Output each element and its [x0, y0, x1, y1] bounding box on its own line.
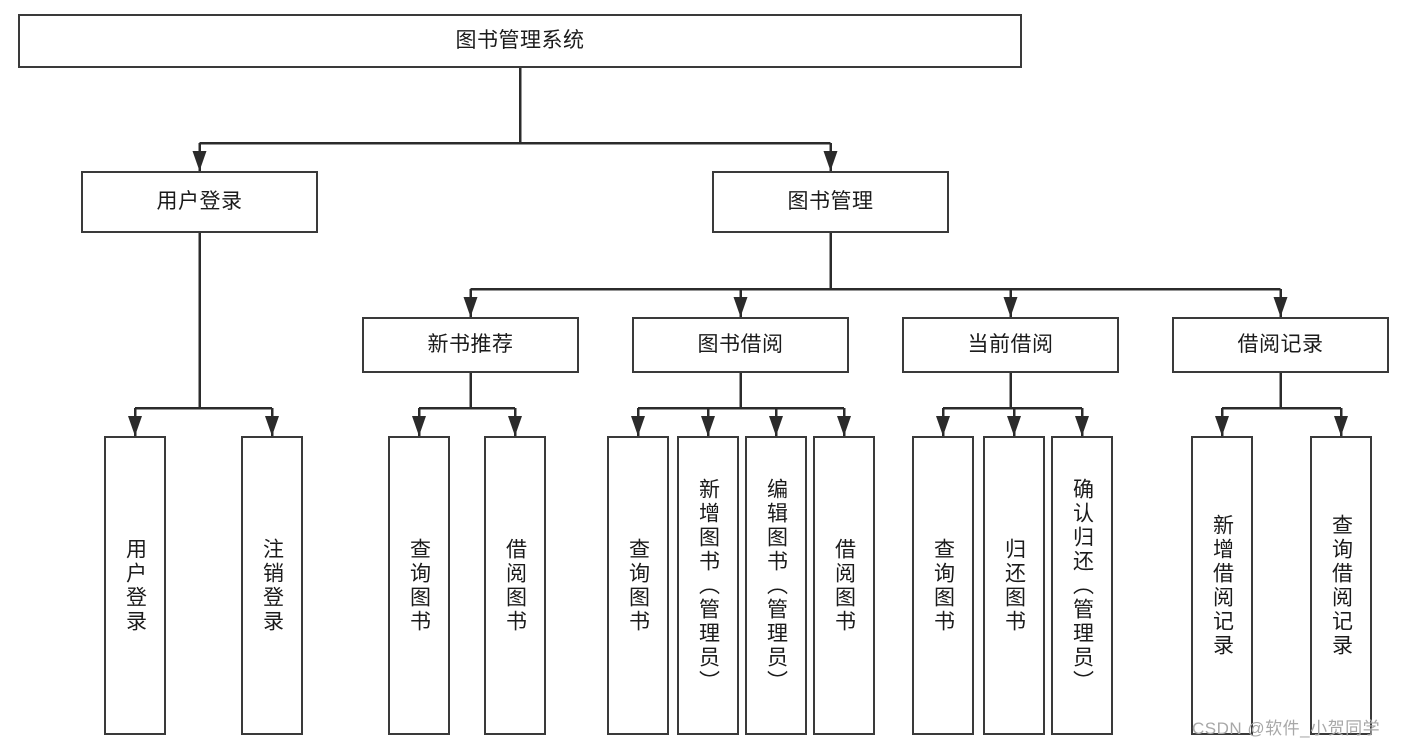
node-label: 新增图书（管理员） [696, 477, 720, 694]
node-leaf-add-book[interactable]: 新增图书（管理员） [677, 436, 739, 735]
node-leaf-query-record[interactable]: 查询借阅记录 [1310, 436, 1372, 735]
node-label: 归还图书 [1002, 537, 1026, 634]
node-leaf-query-book-cb[interactable]: 查询图书 [912, 436, 974, 735]
node-root[interactable]: 图书管理系统 [18, 14, 1022, 68]
node-borrow-record[interactable]: 借阅记录 [1172, 317, 1389, 373]
node-label: 新书推荐 [427, 333, 514, 357]
node-leaf-borrow-book-bw[interactable]: 借阅图书 [813, 436, 875, 735]
node-user-login[interactable]: 用户登录 [81, 171, 318, 233]
node-label: 确认归还（管理员） [1070, 477, 1094, 694]
node-leaf-logout[interactable]: 注销登录 [241, 436, 303, 735]
node-label: 图书管理系统 [455, 29, 585, 53]
node-label: 用户登录 [156, 190, 243, 214]
node-label: 注销登录 [260, 537, 284, 634]
node-label: 图书借阅 [697, 333, 784, 357]
node-leaf-edit-book[interactable]: 编辑图书（管理员） [745, 436, 807, 735]
node-leaf-query-book-bw[interactable]: 查询图书 [607, 436, 669, 735]
node-label: 新增借阅记录 [1210, 513, 1234, 658]
node-book-manage[interactable]: 图书管理 [712, 171, 949, 233]
node-label: 借阅记录 [1237, 333, 1324, 357]
node-label: 查询图书 [931, 537, 955, 634]
node-label: 当前借阅 [967, 333, 1054, 357]
node-label: 编辑图书（管理员） [764, 477, 788, 694]
node-label: 图书管理 [787, 190, 874, 214]
node-leaf-query-book-rec[interactable]: 查询图书 [388, 436, 450, 735]
node-leaf-confirm-return[interactable]: 确认归还（管理员） [1051, 436, 1113, 735]
node-label: 查询借阅记录 [1329, 513, 1353, 658]
node-leaf-user-login[interactable]: 用户登录 [104, 436, 166, 735]
node-label: 用户登录 [123, 537, 147, 634]
node-label: 借阅图书 [832, 537, 856, 634]
node-new-book-rec[interactable]: 新书推荐 [362, 317, 579, 373]
node-leaf-return-book[interactable]: 归还图书 [983, 436, 1045, 735]
node-label: 借阅图书 [503, 537, 527, 634]
node-label: 查询图书 [626, 537, 650, 634]
node-leaf-borrow-book-rec[interactable]: 借阅图书 [484, 436, 546, 735]
node-book-borrow[interactable]: 图书借阅 [632, 317, 849, 373]
node-leaf-add-record[interactable]: 新增借阅记录 [1191, 436, 1253, 735]
watermark-label: CSDN @软件_小贺同学 [1192, 719, 1381, 738]
node-label: 查询图书 [407, 537, 431, 634]
node-current-borrow[interactable]: 当前借阅 [902, 317, 1119, 373]
